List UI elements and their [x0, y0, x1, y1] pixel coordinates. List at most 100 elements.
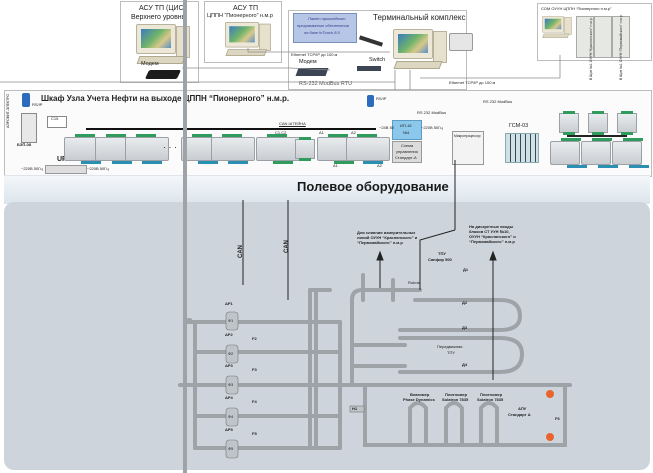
note-right-3: ОУУН “Краснянского” и — [469, 234, 516, 239]
rs232-label: RS-232 ModBus RTU — [299, 81, 353, 87]
software-note: Пакет прикладного программного обеспечен… — [293, 13, 357, 43]
ip15-power-supply: ИП-15 №1 — [392, 120, 422, 140]
bus-line — [567, 135, 627, 137]
robot-label: Robok — [408, 280, 420, 285]
terminal-title: Терминальный комплекс — [373, 13, 466, 22]
rsip-label: RS/IP — [32, 102, 43, 107]
software-note-line: на базе InTouch 8.0 — [304, 30, 340, 35]
cabinet-title: Шкаф Узла Учета Нефти на выходе ЦППН “Пи… — [41, 94, 290, 103]
cable — [419, 229, 456, 290]
density2-label: Плотномер — [480, 392, 503, 397]
dp-label-1: ΔP1 — [225, 301, 233, 306]
ip15-out-label: ~220В 50Гц — [421, 125, 443, 130]
dp-label-3: ΔP3 — [225, 363, 233, 368]
asu-cppn-title-1: АСУ ТП — [233, 5, 259, 12]
apu-model-label: Стандарт А — [508, 412, 531, 417]
terminal-modem-label: Модем — [299, 59, 317, 65]
density2-model-label: Solatron 7835 — [477, 397, 504, 402]
f6-label: F6 — [555, 416, 560, 421]
field-equipment-area — [4, 202, 650, 470]
rs232-label-2: RS 232 ModBus — [417, 110, 447, 115]
rsip-converter-icon — [22, 93, 30, 107]
modem-label: Модем — [141, 61, 159, 67]
small-module — [295, 137, 315, 161]
d2-label: Д2 — [462, 300, 468, 305]
flow-label-2: F2 — [252, 336, 257, 341]
pipe — [444, 401, 464, 447]
bzp-label: БЗП-08 — [17, 142, 31, 147]
ethernet-label: Ethernet TCP/IP до 100 м — [291, 52, 338, 57]
d3-label: Д3 — [462, 325, 468, 330]
mobile-tpu-label: Передвижная — [437, 344, 463, 349]
gsm-unit — [505, 133, 539, 163]
pipe — [479, 401, 499, 447]
pump-icon — [546, 390, 554, 398]
io-module — [550, 138, 587, 168]
microprocessor-unit: Микропроцессор — [452, 131, 484, 165]
pump-icon — [546, 433, 554, 441]
can-label-2: CAN — [284, 240, 290, 253]
interface-module — [559, 111, 579, 135]
pipe — [398, 298, 523, 332]
top-connections — [0, 48, 561, 100]
asu-upper-title-1: АСУ ТП (ЦИС) — [139, 5, 186, 12]
note-right-4: “Первомайского” н.м.р — [469, 239, 515, 244]
rsip-center-icon — [367, 95, 374, 107]
ups-in-label: ~220В 50Гц — [21, 166, 43, 171]
rs232-label-1: RS 232 ModBus — [483, 99, 513, 104]
som-title: СОМ ОУУН ЦППН “Пионерного н.м.р” — [541, 6, 612, 11]
control-scheme: Схема управления Стандарт-А — [392, 141, 422, 163]
density1-model-label: Solatron 7835 — [442, 397, 469, 402]
software-note-line: программного обеспечения — [297, 23, 349, 28]
bzp-device — [21, 113, 37, 143]
printer-icon — [449, 33, 473, 51]
c15-breaker — [47, 116, 67, 128]
ups-out-label: ~220В 50Гц — [87, 166, 109, 171]
pipe — [408, 401, 428, 447]
tpu-model-label: Сапфир 500 — [428, 257, 452, 262]
ups-device — [45, 165, 87, 174]
note-right-1: На дискретные входы — [469, 224, 514, 229]
c1c2-label: C1,C2 — [275, 130, 287, 135]
control-label: управления — [396, 149, 418, 154]
apu-label: АПУ — [518, 406, 527, 411]
som-cabinet — [576, 16, 594, 58]
d1-label: Д1 — [463, 267, 469, 272]
software-note-line: Пакет прикладного — [308, 16, 346, 21]
field-equipment-band — [4, 175, 650, 204]
asu-upper-title-2: Верхнего уровня — [131, 14, 186, 21]
a1-bottom-label: A1 — [333, 163, 338, 168]
arrow-up-icon — [489, 250, 497, 261]
som-panel: СОМ ОУУН ЦППН “Пионерного н.м.р” — [537, 3, 652, 61]
a2-top-label: A2 — [351, 130, 356, 135]
tpu-label: ТПУ — [438, 251, 446, 256]
a1-top-label: A1 — [319, 130, 324, 135]
filter-label-1: Ф1 — [228, 318, 234, 323]
d4-label: Д4 — [462, 362, 468, 367]
gsm-label: ГСМ-03 — [509, 123, 529, 129]
dp-label-5: ΔP5 — [225, 427, 233, 432]
interface-module — [617, 111, 637, 135]
som-cabinet — [594, 16, 612, 58]
asu-cppn-panel: АСУ ТП ЦППН “Пионерного” н.м.р — [204, 1, 282, 63]
filter-label-4: Ф4 — [228, 414, 234, 419]
control-label: Схема — [401, 143, 414, 148]
io-module — [125, 134, 169, 164]
h1-label: H1 — [352, 406, 358, 411]
moisture-label: Влагомер — [410, 392, 430, 397]
c15-label: C15 — [51, 116, 59, 121]
pipe — [398, 336, 525, 374]
note-left-2: линий ОУУН “Краснянского” и — [357, 235, 418, 240]
field-title: Полевое оборудование — [297, 179, 449, 194]
a2-module — [346, 134, 390, 164]
filter-label-3: Ф3 — [228, 382, 234, 387]
h1-device — [349, 405, 365, 413]
flow-label-3: F3 — [252, 367, 257, 372]
flow-label-4: F4 — [252, 399, 257, 404]
switch-label: Switch — [369, 57, 386, 63]
mobile-tpu-label-2: ТПУ — [447, 350, 455, 355]
ip15-number: №1 — [403, 130, 410, 135]
dp-label-4: ΔP4 — [225, 395, 233, 400]
filter-label-5: Ф5 — [228, 446, 234, 451]
